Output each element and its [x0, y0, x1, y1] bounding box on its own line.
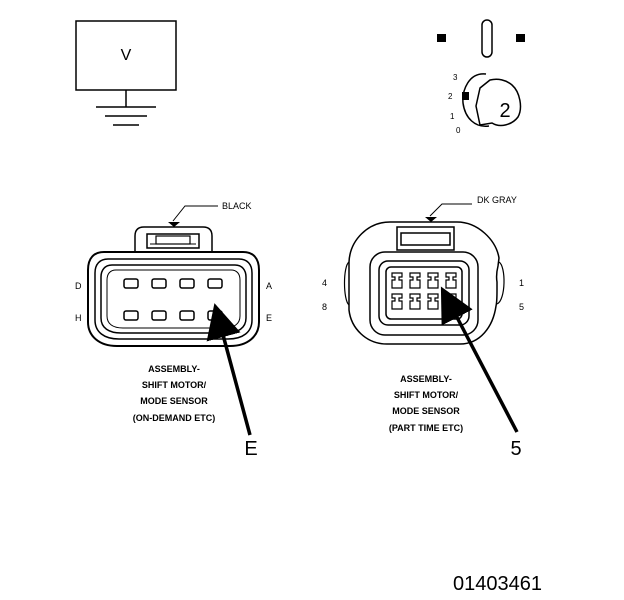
right-color-label: DK GRAY — [477, 195, 517, 205]
left-caption-line: MODE SENSOR — [140, 396, 208, 406]
test-leads-icon — [437, 19, 525, 58]
left-caption-line: ASSEMBLY- — [148, 364, 200, 374]
left-color-label: BLACK — [222, 201, 252, 211]
figure-id: 01403461 — [453, 573, 542, 595]
right-pin-label-5: 5 — [519, 302, 524, 312]
left-caption-line: SHIFT MOTOR/ — [142, 380, 207, 390]
left-callout-label: E — [244, 438, 257, 460]
right-caption: ASSEMBLY- SHIFT MOTOR/ MODE SENSOR (PART… — [389, 374, 463, 433]
switch-position-label: 2 — [499, 100, 510, 122]
connector-left: BLACK D H A E ASSEMBLY- SHIFT MOTOR/ — [75, 201, 272, 460]
left-pin-label-e: E — [266, 313, 272, 323]
left-caption-line: (ON-DEMAND ETC) — [133, 413, 216, 423]
right-caption-line: SHIFT MOTOR/ — [394, 390, 459, 400]
left-pin-cavities — [123, 278, 223, 321]
right-caption-line: ASSEMBLY- — [400, 374, 452, 384]
right-pin-label-4: 4 — [322, 278, 327, 288]
left-caption: ASSEMBLY- SHIFT MOTOR/ MODE SENSOR (ON-D… — [133, 364, 216, 423]
left-pin-label-d: D — [75, 281, 82, 291]
right-caption-line: MODE SENSOR — [392, 406, 460, 416]
left-callout-arrow — [206, 303, 252, 436]
ground-symbol-icon — [96, 106, 156, 126]
voltmeter: V — [75, 20, 177, 126]
switch-tick-3: 3 — [453, 73, 458, 82]
right-pin-label-8: 8 — [322, 302, 327, 312]
right-caption-line: (PART TIME ETC) — [389, 423, 463, 433]
left-pin-label-a: A — [266, 281, 272, 291]
left-pin-label-h: H — [75, 313, 82, 323]
selector-switch: 3 2 1 0 2 — [448, 73, 522, 135]
right-pin-label-1: 1 — [519, 278, 524, 288]
switch-tick-0: 0 — [456, 126, 461, 135]
right-callout-arrow — [440, 286, 519, 433]
right-callout-label: 5 — [510, 438, 521, 460]
meter-label: V — [121, 47, 132, 64]
connector-right: DK GRAY 4 8 1 5 ASSEMBLY- SHIF — [322, 195, 524, 460]
switch-tick-1: 1 — [450, 112, 455, 121]
switch-tick-2: 2 — [448, 92, 453, 101]
